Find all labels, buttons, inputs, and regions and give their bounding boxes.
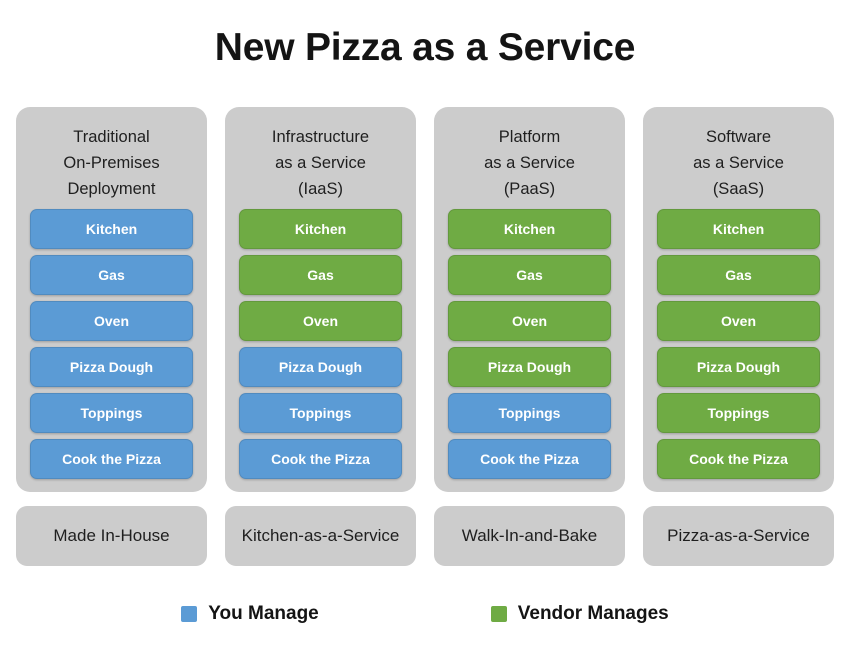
stack-item-oven[interactable]: Oven bbox=[448, 301, 611, 341]
stack-item-toppings[interactable]: Toppings bbox=[657, 393, 820, 433]
legend-item-vendor-manages: Vendor Manages bbox=[490, 603, 669, 625]
stack-item-gas[interactable]: Gas bbox=[657, 255, 820, 295]
column-footer-label: Walk-In-and-Bake bbox=[434, 506, 625, 566]
panel-traditional-on-premises: Traditional On-Premises Deployment Kitch… bbox=[16, 107, 207, 492]
stack-item-pizza-dough[interactable]: Pizza Dough bbox=[448, 347, 611, 387]
stack-item-cook-the-pizza[interactable]: Cook the Pizza bbox=[239, 439, 402, 479]
stack-item-kitchen[interactable]: Kitchen bbox=[448, 209, 611, 249]
legend-swatch-green-icon bbox=[490, 606, 507, 622]
legend-label: You Manage bbox=[208, 603, 319, 624]
panel-platform-as-a-service: Platform as a Service (PaaS) Kitchen Gas… bbox=[434, 107, 625, 492]
column-footer-label: Pizza-as-a-Service bbox=[643, 506, 834, 566]
stack-item-oven[interactable]: Oven bbox=[30, 301, 193, 341]
stack-item-toppings[interactable]: Toppings bbox=[30, 393, 193, 433]
stack-item-pizza-dough[interactable]: Pizza Dough bbox=[239, 347, 402, 387]
stack-items: Kitchen Gas Oven Pizza Dough Toppings Co… bbox=[657, 209, 820, 479]
stack-item-kitchen[interactable]: Kitchen bbox=[239, 209, 402, 249]
stack-item-kitchen[interactable]: Kitchen bbox=[657, 209, 820, 249]
column-header: Traditional On-Premises Deployment bbox=[63, 128, 160, 198]
stack-item-toppings[interactable]: Toppings bbox=[448, 393, 611, 433]
column-platform-as-a-service: Platform as a Service (PaaS) Kitchen Gas… bbox=[434, 107, 625, 566]
column-footer-label: Kitchen-as-a-Service bbox=[225, 506, 416, 566]
panel-software-as-a-service: Software as a Service (SaaS) Kitchen Gas… bbox=[643, 107, 834, 492]
legend-label: Vendor Manages bbox=[517, 603, 669, 624]
column-footer-label: Made In-House bbox=[16, 506, 207, 566]
column-infrastructure-as-a-service: Infrastructure as a Service (IaaS) Kitch… bbox=[225, 107, 416, 566]
column-header: Infrastructure as a Service (IaaS) bbox=[271, 128, 370, 198]
column-header: Platform as a Service (PaaS) bbox=[484, 128, 575, 198]
stack-item-kitchen[interactable]: Kitchen bbox=[30, 209, 193, 249]
column-traditional-on-premises: Traditional On-Premises Deployment Kitch… bbox=[16, 107, 207, 566]
stack-item-gas[interactable]: Gas bbox=[448, 255, 611, 295]
stack-item-toppings[interactable]: Toppings bbox=[239, 393, 402, 433]
stack-items: Kitchen Gas Oven Pizza Dough Toppings Co… bbox=[239, 209, 402, 479]
stack-item-pizza-dough[interactable]: Pizza Dough bbox=[657, 347, 820, 387]
legend-item-you-manage: You Manage bbox=[181, 603, 319, 625]
legend-swatch-blue-icon bbox=[181, 606, 198, 622]
panel-infrastructure-as-a-service: Infrastructure as a Service (IaaS) Kitch… bbox=[225, 107, 416, 492]
stack-item-gas[interactable]: Gas bbox=[30, 255, 193, 295]
stack-item-cook-the-pizza[interactable]: Cook the Pizza bbox=[657, 439, 820, 479]
stack-item-gas[interactable]: Gas bbox=[239, 255, 402, 295]
legend: You Manage Vendor Manages bbox=[0, 603, 850, 625]
stack-item-cook-the-pizza[interactable]: Cook the Pizza bbox=[30, 439, 193, 479]
service-model-columns: Traditional On-Premises Deployment Kitch… bbox=[16, 107, 834, 566]
stack-item-oven[interactable]: Oven bbox=[657, 301, 820, 341]
column-header: Software as a Service (SaaS) bbox=[693, 128, 784, 198]
column-software-as-a-service: Software as a Service (SaaS) Kitchen Gas… bbox=[643, 107, 834, 566]
stack-item-cook-the-pizza[interactable]: Cook the Pizza bbox=[448, 439, 611, 479]
stack-item-oven[interactable]: Oven bbox=[239, 301, 402, 341]
page-title: New Pizza as a Service bbox=[214, 26, 636, 69]
stack-items: Kitchen Gas Oven Pizza Dough Toppings Co… bbox=[448, 209, 611, 479]
stack-item-pizza-dough[interactable]: Pizza Dough bbox=[30, 347, 193, 387]
stack-items: Kitchen Gas Oven Pizza Dough Toppings Co… bbox=[30, 209, 193, 479]
